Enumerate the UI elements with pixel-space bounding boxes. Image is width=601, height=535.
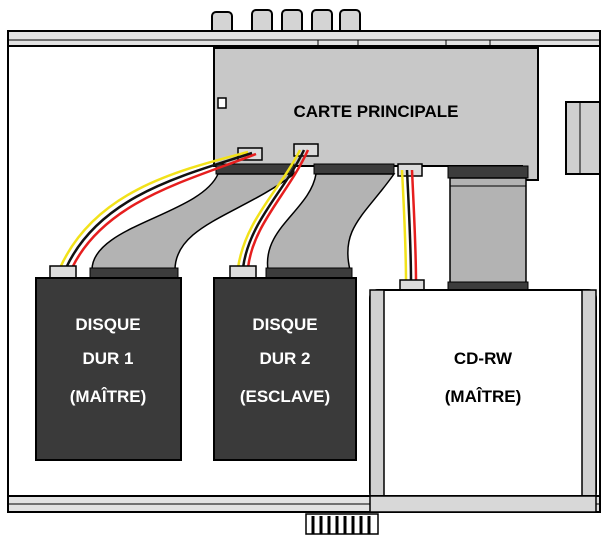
cd-rw-label: CD-RW (MAÎTRE)	[445, 349, 521, 406]
motherboard-label: CARTE PRINCIPALE	[294, 102, 459, 121]
cd-rw-drive	[369, 289, 597, 501]
power-wires-hdd1	[58, 150, 257, 269]
hard-drive-1-label-line: DUR 1	[82, 349, 133, 368]
chassis-top-rail	[7, 30, 601, 48]
hard-drive-1-label: DISQUE DUR 1 (MAÎTRE)	[70, 315, 146, 406]
hard-drive-1-label-line: DISQUE	[75, 315, 140, 334]
hard-drive-2-label-line: DUR 2	[259, 349, 310, 368]
hard-drive-1-label-line: (MAÎTRE)	[70, 387, 146, 406]
cd-rw-label-line: CD-RW	[454, 349, 513, 368]
power-wires-cdrw	[400, 169, 418, 283]
front-panel-knobs	[211, 9, 361, 37]
ribbon-cable-cdrw	[449, 177, 527, 287]
front-grill	[305, 513, 379, 535]
hard-drive-2	[213, 277, 357, 461]
drive-power-plug-hdd2	[229, 265, 257, 279]
ide-connector-secondary	[313, 163, 395, 175]
power-wires-hdd2	[236, 149, 310, 269]
hard-drive-2-label: DISQUE DUR 2 (ESCLAVE)	[240, 315, 330, 406]
side-bracket	[565, 101, 601, 175]
drive-power-plug-hdd1	[49, 265, 77, 279]
hard-drive-2-label-line: DISQUE	[252, 315, 317, 334]
hard-drive-1	[35, 277, 182, 461]
hard-drive-2-label-line: (ESCLAVE)	[240, 387, 330, 406]
ide-connector-tertiary	[447, 165, 529, 179]
cd-rw-label-line: (MAÎTRE)	[445, 387, 521, 406]
power-connector-cdrw	[397, 163, 423, 177]
